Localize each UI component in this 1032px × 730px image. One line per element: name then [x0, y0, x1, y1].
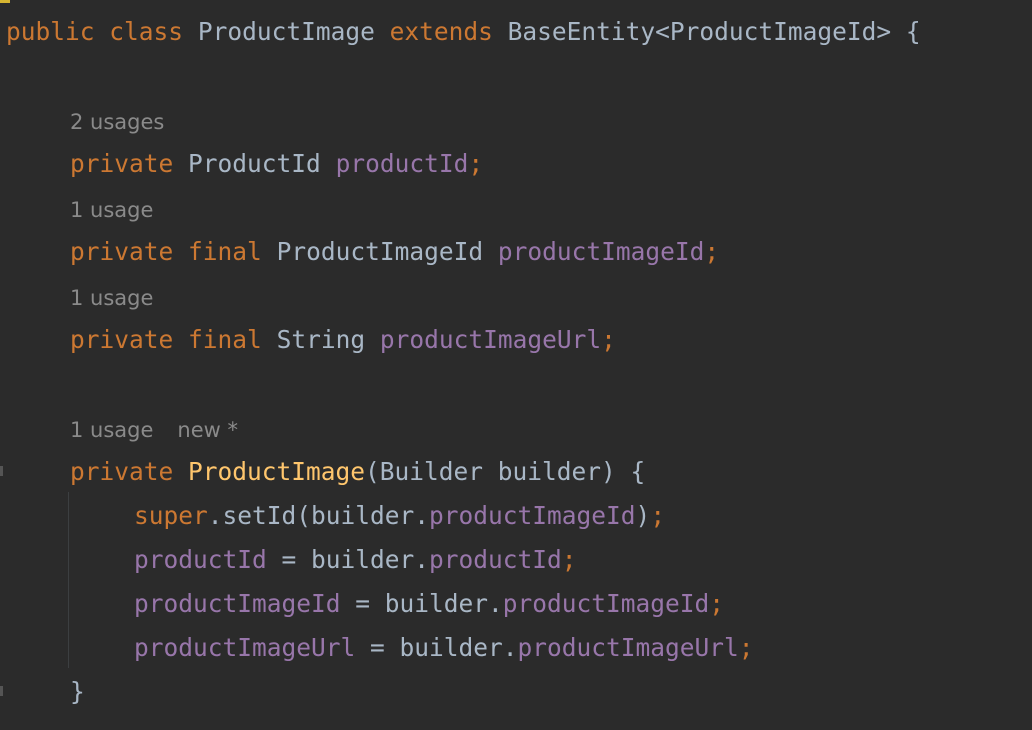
keyword-private: private — [70, 457, 174, 486]
assignment-operator: = builder. — [266, 545, 430, 574]
method-call: .setId(builder. — [207, 501, 430, 530]
constructor-params: (Builder builder) { — [365, 457, 646, 486]
usages-count[interactable]: 2 usages — [70, 110, 165, 134]
usages-hint[interactable]: 1 usage — [70, 196, 177, 224]
assignment-target: productImageUrl — [134, 633, 356, 662]
field-reference: productImageId — [502, 589, 710, 618]
fold-marker[interactable] — [0, 466, 3, 476]
open-brace: { — [905, 17, 921, 46]
close-brace: } — [70, 677, 85, 706]
semicolon: ; — [561, 545, 577, 574]
assignment-operator: = builder. — [355, 633, 518, 662]
field-name: productImageId — [497, 237, 705, 266]
constructor-declaration-line[interactable]: private ProductImage(Builder builder) { — [70, 456, 645, 488]
semicolon: ; — [468, 149, 484, 178]
semicolon: ; — [650, 501, 666, 530]
field-name: productImageUrl — [379, 325, 602, 354]
field-declaration-line[interactable]: private ProductId productId; — [70, 148, 483, 180]
keyword-super: super — [134, 501, 208, 530]
semicolon: ; — [601, 325, 616, 354]
usages-count[interactable]: 1 usage — [70, 198, 154, 222]
indent-guide — [68, 492, 69, 668]
class-name: ProductImage — [197, 17, 375, 46]
semicolon: ; — [738, 633, 754, 662]
keyword-extends: extends — [389, 17, 493, 46]
field-name: productId — [335, 149, 469, 178]
keyword-final: final — [188, 237, 262, 266]
field-declaration-line[interactable]: private final ProductImageId productImag… — [70, 236, 719, 268]
field-type: ProductId — [188, 149, 321, 178]
usages-count[interactable]: 1 usage — [70, 286, 154, 310]
assignment-target: productImageId — [134, 589, 341, 618]
assignment-operator: = builder. — [340, 589, 503, 618]
keyword-public: public — [6, 17, 95, 46]
code-line[interactable]: productImageUrl = builder.productImageUr… — [134, 632, 754, 664]
field-reference: productImageId — [429, 501, 636, 530]
keyword-class: class — [109, 17, 184, 46]
class-declaration-line[interactable]: public class ProductImage extends BaseEn… — [6, 16, 921, 48]
field-declaration-line[interactable]: private final String productImageUrl; — [70, 324, 616, 356]
constructor-hints[interactable]: 1 usage new * — [70, 416, 262, 444]
code-line[interactable]: productId = builder.productId; — [134, 544, 577, 576]
constructor-name: ProductImage — [188, 457, 366, 486]
field-reference: productId — [429, 545, 562, 574]
code-line[interactable]: productImageId = builder.productImageId; — [134, 588, 724, 620]
author-hint[interactable]: new * — [177, 418, 238, 442]
assignment-target: productId — [134, 545, 267, 574]
close-brace-line[interactable]: } — [70, 676, 85, 708]
keyword-private: private — [70, 325, 174, 354]
gutter-marker — [0, 0, 10, 3]
usages-count[interactable]: 1 usage — [70, 418, 154, 442]
keyword-private: private — [70, 237, 174, 266]
base-type: BaseEntity<ProductImageId> — [507, 17, 892, 46]
field-type: ProductImageId — [276, 237, 484, 266]
field-reference: productImageUrl — [517, 633, 739, 662]
keyword-final: final — [188, 325, 262, 354]
code-line[interactable]: super.setId(builder.productImageId); — [134, 500, 665, 532]
fold-marker[interactable] — [0, 686, 3, 696]
close-paren: ) — [635, 501, 651, 530]
usages-hint[interactable]: 2 usages — [70, 108, 188, 136]
semicolon: ; — [709, 589, 725, 618]
semicolon: ; — [704, 237, 720, 266]
usages-hint[interactable]: 1 usage — [70, 284, 177, 312]
field-type: String — [276, 325, 366, 354]
keyword-private: private — [70, 149, 174, 178]
